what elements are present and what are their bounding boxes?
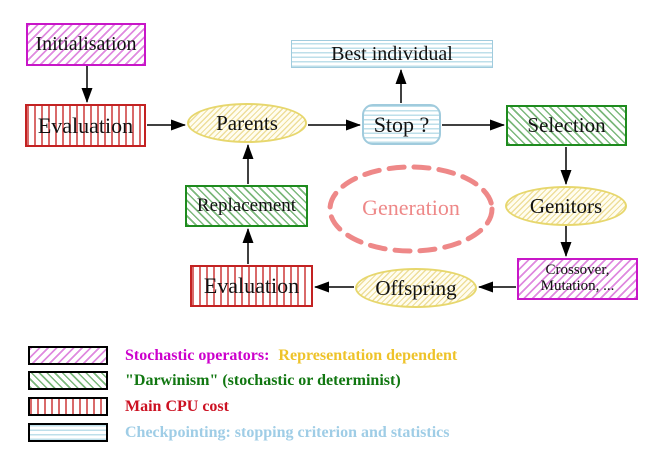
node-crossover-mutation: Crossover, Mutation, ... <box>517 258 638 300</box>
node-parents: Parents <box>187 103 307 143</box>
node-evaluation-top-label: Evaluation <box>37 112 134 138</box>
node-offspring: Offspring <box>355 268 477 308</box>
node-selection-label: Selection <box>527 113 606 138</box>
legend-label-checkpointing: Checkpointing: stopping criterion and st… <box>125 423 450 441</box>
node-replacement: Replacement <box>185 185 308 227</box>
legend-swatch-red-stripes <box>28 397 108 416</box>
legend-swatch-magenta-hatch <box>28 346 108 365</box>
node-stop: Stop ? <box>362 104 441 145</box>
legend-swatch-cyan-stripes <box>28 423 108 442</box>
node-crossover-line2: Mutation, ... <box>540 278 615 294</box>
node-crossover-line1: Crossover, <box>545 262 610 279</box>
legend-row-main-cpu-cost: Main CPU cost <box>28 397 229 416</box>
node-best-individual-label: Best individual <box>331 42 453 65</box>
node-evaluation-top: Evaluation <box>25 104 146 147</box>
legend-row-checkpointing: Checkpointing: stopping criterion and st… <box>28 423 450 442</box>
legend-label-main-cpu-cost: Main CPU cost <box>125 397 229 415</box>
legend-row-stochastic-operators: Stochastic operators: Representation dep… <box>28 346 458 365</box>
node-replacement-label: Replacement <box>196 195 297 217</box>
node-offspring-label: Offspring <box>375 275 457 300</box>
node-initialisation-label: Initialisation <box>35 33 137 55</box>
node-evaluation-bottom-label: Evaluation <box>203 273 300 299</box>
node-parents-label: Parents <box>216 110 278 135</box>
node-best-individual: Best individual <box>291 40 493 68</box>
node-initialisation: Initialisation <box>26 23 146 66</box>
node-genitors: Genitors <box>505 186 627 226</box>
node-genitors-label: Genitors <box>529 193 603 218</box>
legend-swatch-green-hatch <box>28 371 108 390</box>
node-evaluation-bottom: Evaluation <box>190 265 313 307</box>
legend-label-representation-dependent: Representation dependent <box>278 346 458 364</box>
generation-label: Generation <box>362 195 460 220</box>
legend-label-stochastic-operators: Stochastic operators: <box>125 346 270 364</box>
node-stop-label: Stop ? <box>373 111 430 137</box>
legend-label-darwinism: "Darwinism" (stochastic or determinist) <box>125 371 401 389</box>
node-selection: Selection <box>506 105 627 146</box>
legend-row-darwinism: "Darwinism" (stochastic or determinist) <box>28 371 401 390</box>
